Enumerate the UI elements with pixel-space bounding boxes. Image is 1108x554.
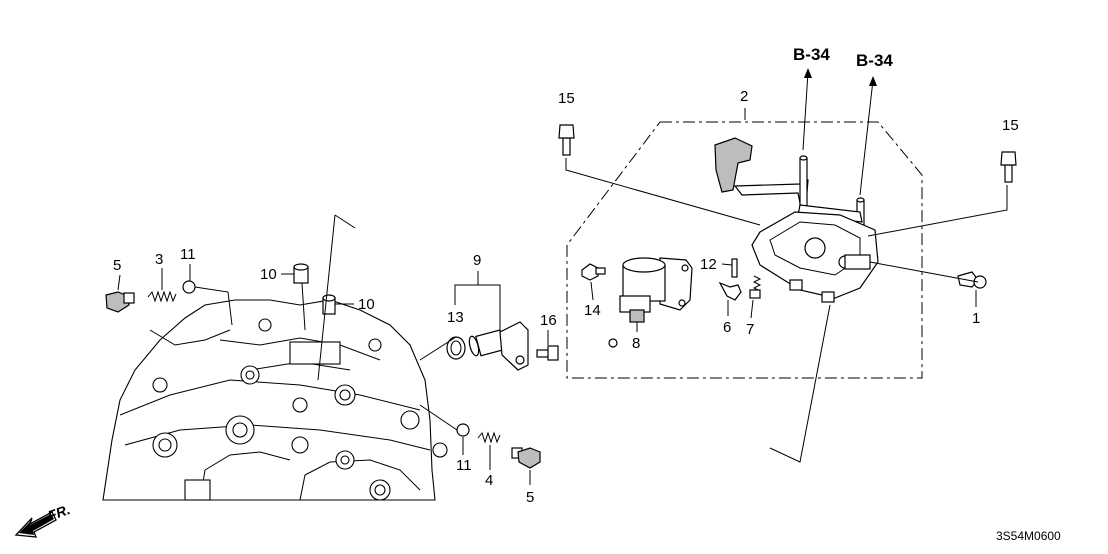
part-10-pin-upper: [293, 263, 309, 284]
assembly-outline: [566, 121, 923, 379]
callout-2: 2: [740, 88, 748, 105]
reference-label-b34-right: B-34: [856, 51, 893, 70]
callout-16: 16: [540, 312, 557, 329]
part-5-bolt-upper: [105, 291, 135, 313]
part-15-bolt-left: [558, 124, 575, 156]
transmission-case: [102, 299, 448, 501]
part-12-pin: [731, 258, 738, 278]
part-11-ball-upper: [182, 280, 196, 294]
callout-10-upper: 10: [260, 266, 277, 283]
leader-lines: [117, 71, 1008, 485]
part-5-bolt-lower: [511, 447, 541, 469]
callout-12: 12: [700, 256, 717, 273]
part-6-detent: [718, 281, 742, 301]
part-9-switch: [468, 321, 529, 371]
callout-13: 13: [447, 309, 464, 326]
callout-9: 9: [473, 252, 481, 269]
callout-5-upper: 5: [113, 257, 121, 274]
reference-arrow-left: [804, 68, 812, 78]
part-1-switch: [957, 271, 987, 289]
part-8-sensor: [619, 257, 693, 323]
callout-4: 4: [485, 472, 493, 489]
front-direction-label: FR.: [46, 501, 73, 524]
callout-1: 1: [972, 310, 980, 327]
part-4-spring: [477, 431, 501, 444]
callout-7: 7: [746, 321, 754, 338]
callout-14: 14: [584, 302, 601, 319]
part-13-o-ring: [446, 336, 466, 360]
part-14-bolt: [581, 263, 606, 281]
callout-6: 6: [723, 319, 731, 336]
part-16-bolt: [536, 345, 559, 361]
reference-label-b34-left: B-34: [793, 45, 830, 64]
part-7-spring: [749, 275, 762, 299]
callout-10-lower: 10: [358, 296, 375, 313]
callout-15-right: 15: [1002, 117, 1019, 134]
part-15-bolt-right: [1000, 151, 1017, 183]
front-direction-arrow-icon: [14, 511, 57, 538]
part-11-ball-lower: [456, 423, 470, 437]
callout-15-left: 15: [558, 90, 575, 107]
callout-11-lower: 11: [456, 457, 472, 474]
loose-ring: [608, 338, 618, 348]
callout-5-lower: 5: [526, 489, 534, 506]
callout-11-upper: 11: [180, 246, 196, 263]
diagram-code: 3S54M0600: [996, 529, 1061, 543]
callout-3: 3: [155, 251, 163, 268]
reference-arrow-right: [869, 76, 877, 86]
part-3-spring: [147, 290, 177, 303]
callout-8: 8: [632, 335, 640, 352]
shift-lever-assembly: [714, 137, 879, 303]
